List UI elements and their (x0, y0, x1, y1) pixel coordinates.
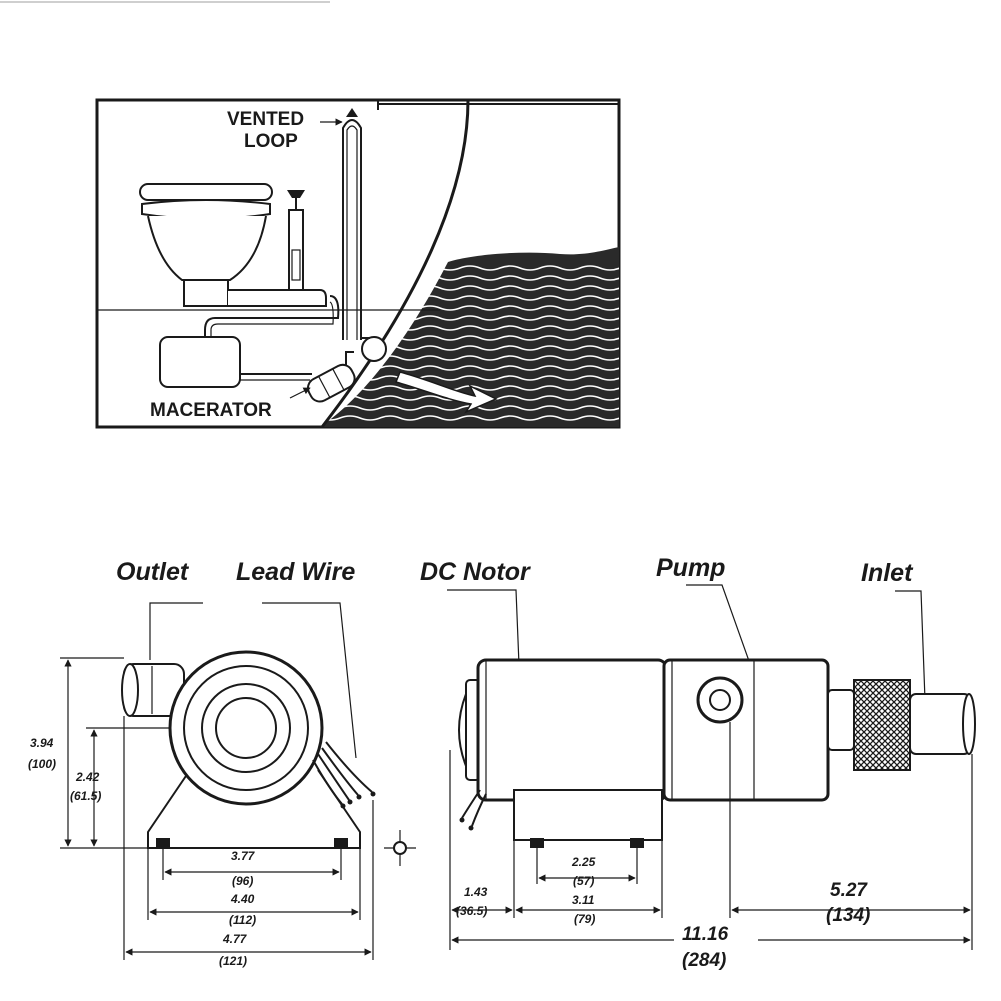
dim-foot-holes-mm: (57) (573, 874, 594, 888)
rear-end-cap (458, 693, 467, 767)
dim-overall-length-mm: (284) (682, 950, 726, 971)
dim-offset-left-mm: (36.5) (456, 904, 487, 918)
wave-line (299, 415, 619, 421)
dim-foot-length-in: 3.11 (572, 893, 595, 907)
dim-base-holes-mm: (96) (232, 874, 253, 888)
discharge-arrow-icon (394, 371, 498, 414)
dim-overall-width-mm: (121) (219, 954, 247, 968)
dim-height-axis-in: 2.42 (75, 770, 100, 784)
inlet-label: Inlet (861, 559, 914, 587)
outlet-leader (149, 602, 203, 660)
dim-axis-to-end-in: 5.27 (830, 880, 868, 901)
wave-line (299, 405, 619, 411)
inlet-knurled-nut (853, 679, 911, 771)
inlet-spout (909, 693, 971, 755)
dim-base-width-in: 4.40 (230, 892, 255, 906)
center-mark-icon (384, 830, 416, 866)
dimension-lines (60, 657, 973, 960)
dim-base-holes-in: 3.77 (231, 849, 256, 863)
seacock-ball (361, 336, 387, 362)
pump-front-view (121, 650, 376, 849)
dim-height-total-mm: (100) (28, 757, 56, 771)
wave-line (299, 355, 619, 361)
dim-overall-length-in: 11.16 (682, 924, 729, 945)
wave-line (299, 375, 619, 381)
pump-base (228, 289, 327, 307)
dc-motor-label: DC Notor (420, 558, 531, 586)
dim-height-axis-mm: (61.5) (70, 789, 101, 803)
toilet-lid (139, 183, 273, 201)
toilet (139, 183, 327, 307)
dc-motor-body (476, 658, 668, 802)
dim-base-width-mm: (112) (229, 913, 256, 927)
side-mount-foot (513, 789, 663, 841)
callout-labels: Outlet Lead Wire DC Notor Pump Inlet (116, 554, 914, 587)
dim-overall-width-in: 4.77 (222, 932, 248, 946)
dim-foot-length-mm: (79) (574, 912, 595, 926)
outlet-label: Outlet (116, 558, 190, 586)
wave-line (299, 385, 619, 391)
dim-height-total-in: 3.94 (30, 736, 54, 750)
dim-foot-holes-in: 2.25 (571, 855, 596, 869)
installation-inset: VENTED LOOP MACERATOR (95, 98, 621, 429)
callout-leaders (149, 584, 926, 759)
wave-line (299, 345, 619, 351)
pump-section (662, 658, 830, 802)
pump-leader (686, 584, 761, 693)
pump-side-view (458, 658, 976, 848)
wave-line (299, 365, 619, 371)
lead-wires-front (312, 741, 376, 809)
holding-tank (159, 336, 241, 388)
inlet-leader (895, 590, 926, 701)
lead-wires-side (459, 789, 487, 831)
pump-handle-icon (287, 190, 305, 198)
vented-loop-label-line1: VENTED (227, 109, 304, 130)
hull-line (320, 100, 470, 427)
toilet-base (183, 279, 229, 307)
vented-loop-label-line2: LOOP (244, 131, 298, 152)
lead-wire-leader (262, 602, 357, 759)
dim-offset-left-in: 1.43 (464, 885, 488, 899)
dim-axis-to-end-mm: (134) (826, 905, 870, 926)
macerator-leader (289, 387, 311, 399)
macerator-pump (306, 363, 356, 403)
inlet-collar (827, 689, 855, 751)
dimension-values: 3.94 (100) 2.42 (61.5) 3.77 (96) 4.40 (1… (28, 736, 870, 971)
pump-label: Pump (656, 554, 725, 582)
macerator-label: MACERATOR (150, 400, 272, 421)
dc-motor-leader (447, 589, 521, 691)
toilet-hose (204, 295, 340, 337)
vented-loop-pipe (342, 108, 362, 340)
lead-wire-label: Lead Wire (236, 558, 355, 586)
